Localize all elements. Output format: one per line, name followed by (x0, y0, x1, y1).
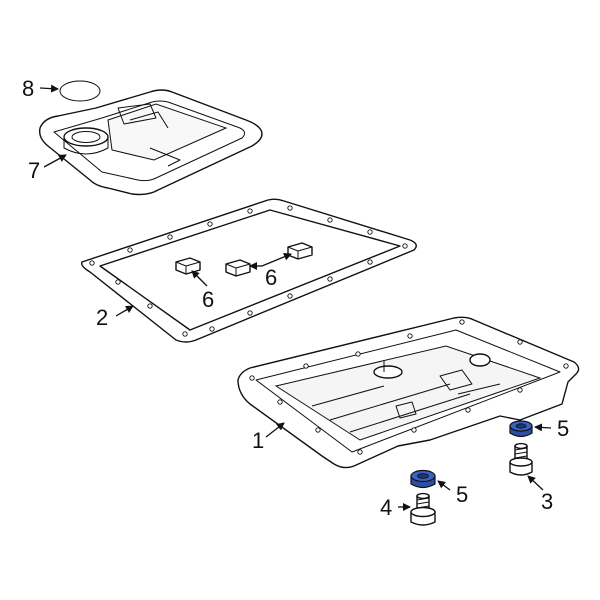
magnet-part-6-a[interactable] (175, 257, 201, 275)
filter-part-7[interactable] (38, 89, 263, 196)
magnet-part-6-c[interactable] (287, 242, 313, 260)
callout-5-left: 5 (456, 482, 468, 507)
oil-pan-part-1[interactable] (237, 316, 580, 469)
callout-6-left: 6 (202, 287, 214, 312)
bolt-part-3[interactable] (509, 442, 533, 476)
callout-5-right: 5 (557, 416, 569, 441)
magnet-part-6-b[interactable] (225, 259, 251, 277)
callout-labels: 8 7 2 6 6 1 5 5 4 3 (22, 76, 569, 520)
bolt-part-4[interactable] (410, 492, 436, 526)
callout-3: 3 (541, 489, 553, 514)
washer-part-5-a[interactable] (509, 420, 533, 438)
washer-part-5-b[interactable] (410, 469, 436, 489)
gasket-bolt-holes (89, 205, 408, 337)
callout-4: 4 (380, 495, 392, 520)
leader-lines (39, 84, 552, 511)
callout-1: 1 (252, 428, 264, 453)
callout-6-right: 6 (265, 265, 277, 290)
callout-7: 7 (28, 158, 40, 183)
callout-2: 2 (96, 305, 108, 330)
callout-8: 8 (22, 76, 34, 101)
o-ring-part-8[interactable] (59, 80, 101, 102)
